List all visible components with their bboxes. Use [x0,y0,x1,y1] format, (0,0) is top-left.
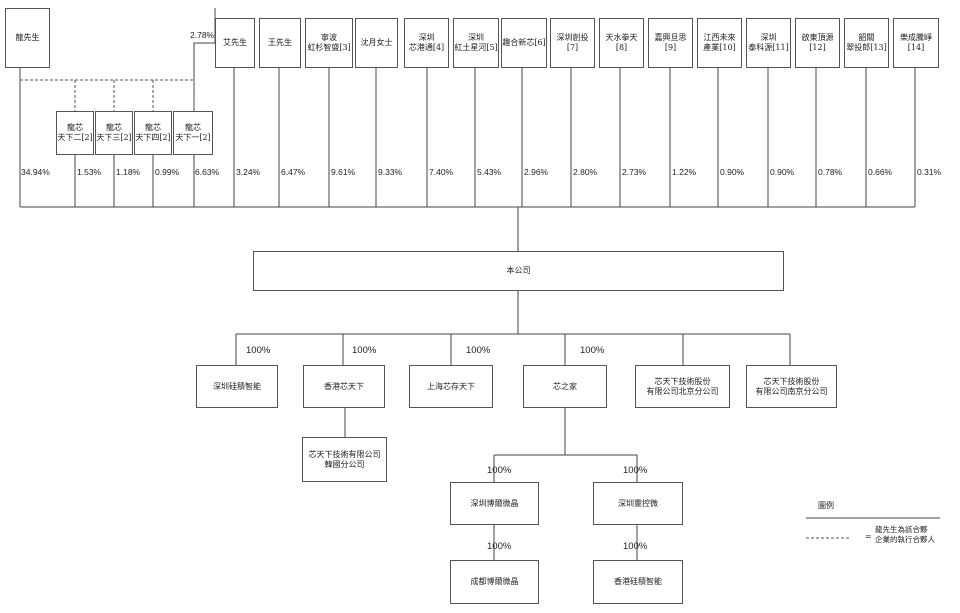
shareholder-percentage: 7.40% [429,167,454,177]
partnership-percentage: 1.53% [77,167,102,177]
subsidiary-box: 深圳硅積智能 [196,365,278,408]
third-level-box: 香港硅積智能 [593,560,683,604]
shareholder-percentage: 5.43% [477,167,502,177]
third-level-percentage: 100% [487,541,512,552]
second-level-box: 深圳博爾微晶 [450,482,539,525]
subsidiary-box: 芯之家 [523,365,607,408]
legend-description: 龍先生為該合夥 企業的執行合夥人 [875,525,935,545]
shareholder-box: 韶關 翠投郎[13] [844,18,889,68]
subsidiary-box: 上海芯存天下 [409,365,493,408]
shareholder-percentage: 2.96% [524,167,549,177]
subsidiary-box: 芯天下技術股份 有限公司南京分公司 [746,365,837,408]
shareholder-box: 王先生 [259,18,301,68]
company-box: 本公司 [253,251,784,291]
shareholder-box: 深圳 紅土星河[5] [453,18,499,68]
shareholder-box: 寧波 虹杉智盛[3] [305,18,353,68]
shareholder-box: 龍先生 [5,8,50,68]
shareholder-percentage: 0.90% [770,167,795,177]
partnership-box: 龍芯 天下二[2] [56,111,94,155]
second-level-box: 深圳靈控微 [593,482,683,525]
shareholder-percentage: 3.24% [236,167,261,177]
shareholder-percentage: 9.33% [378,167,403,177]
shareholder-box: 深圳創投[7] [550,18,595,68]
shareholder-box: 嘉興旦思[9] [648,18,693,68]
subsidiary-percentage: 100% [466,345,491,356]
shareholder-box: 趣合新芯[6] [501,18,547,68]
shareholder-percentage: 1.22% [672,167,697,177]
partnership-box: 龍芯 天下三[2] [95,111,133,155]
shareholder-box: 艾先生 [215,18,255,68]
shareholder-box: 啟東頂源[12] [795,18,840,68]
partnership-percentage: 6.63% [195,167,220,177]
shareholder-box: 深圳 芯港通[4] [404,18,449,68]
shareholder-percentage: 0.66% [868,167,893,177]
subsidiary-percentage: 100% [580,345,605,356]
third-level-box: 成都博爾微晶 [450,560,539,604]
subsidiary-percentage: 100% [352,345,377,356]
legend-equals: = [865,532,872,541]
subsidiary-percentage: 100% [246,345,271,356]
upper-percentage: 2.78% [190,30,215,40]
shareholder-box: 江西未來 產業[10] [697,18,742,68]
shareholder-box: 天水拳天[8] [599,18,644,68]
subsidiary-box: 芯天下技術股份 有限公司北京分公司 [635,365,730,408]
partnership-percentage: 0.99% [155,167,180,177]
shareholder-percentage: 2.73% [622,167,647,177]
shareholder-percentage: 0.31% [917,167,942,177]
shareholder-percentage: 9.61% [331,167,356,177]
shareholder-box: 沈月女士 [355,18,398,68]
partnership-percentage: 1.18% [116,167,141,177]
branch-box: 芯天下技術有限公司 韓國分公司 [302,437,387,482]
shareholder-box: 深圳 泰科源[11] [746,18,791,68]
legend-title: 圖例 [818,501,834,510]
shareholder-box: 樂成騰崢[14] [893,18,939,68]
shareholder-percentage: 0.78% [818,167,843,177]
second-level-percentage: 100% [623,465,648,476]
subsidiary-box: 香港芯天下 [303,365,385,408]
partnership-box: 龍芯 天下四[2] [134,111,172,155]
second-level-percentage: 100% [487,465,512,476]
third-level-percentage: 100% [623,541,648,552]
shareholder-percentage: 34.94% [21,167,50,177]
shareholder-percentage: 0.90% [720,167,745,177]
shareholder-percentage: 2.80% [573,167,598,177]
partnership-box: 龍芯 天下一[2] [173,111,213,155]
shareholder-percentage: 6.47% [281,167,306,177]
